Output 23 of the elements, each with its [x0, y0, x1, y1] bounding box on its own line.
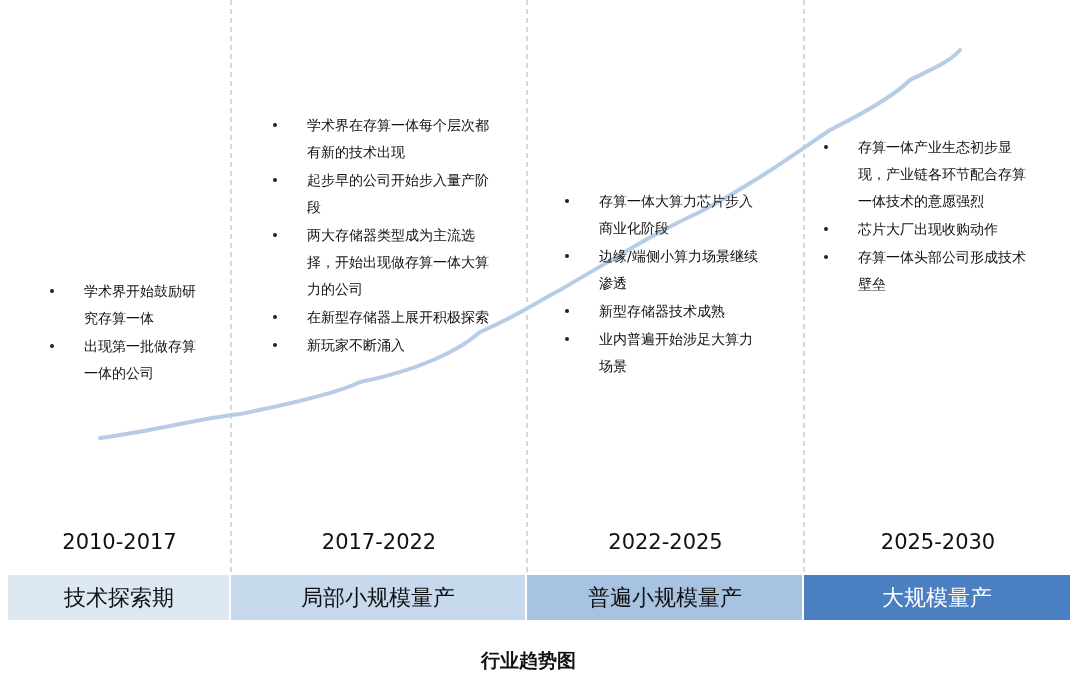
caption: 行业趋势图 — [479, 648, 577, 673]
bullet-text: 两大存储器类型成为主流选择，开始出现做存算一体大算力的公司 — [307, 226, 490, 299]
bullet-text: 新型存储器技术成熟 — [599, 302, 726, 321]
bullet-text: 出现第一批做存算一体的公司 — [84, 337, 197, 383]
bullet-text: 在新型存储器上展开积极探索 — [307, 308, 490, 327]
phase-band: 普遍小规模量产 — [527, 575, 802, 620]
phase-band: 技术探索期 — [8, 575, 229, 620]
bullet-text: 存算一体产业生态初步显现，产业链各环节配合存算一体技术的意愿强烈 — [858, 138, 1026, 211]
year-range: 2025-2030 — [879, 530, 997, 554]
bullet-text: 学术界开始鼓励研究存算一体 — [84, 282, 197, 328]
year-range: 2022-2025 — [607, 530, 724, 554]
bullet-text: 学术界在存算一体每个层次都有新的技术出现 — [307, 116, 490, 162]
bullet-text: 新玩家不断涌入 — [307, 336, 406, 355]
bullet-text: 起步早的公司开始步入量产阶段 — [307, 171, 490, 217]
bullet-text: 边缘/端侧小算力场景继续渗透 — [599, 247, 759, 293]
phase-band: 局部小规模量产 — [231, 575, 525, 620]
bullet-text: 存算一体头部公司形成技术壁垒 — [858, 248, 1026, 294]
bullet-text: 芯片大厂出现收购动作 — [858, 220, 999, 239]
bullet-text: 业内普遍开始涉足大算力场景 — [599, 330, 754, 376]
year-range: 2017-2022 — [320, 530, 438, 554]
year-range: 2010-2017 — [61, 530, 178, 554]
bullet-text: 存算一体大算力芯片步入商业化阶段 — [599, 192, 754, 238]
phase-band: 大规模量产 — [804, 575, 1070, 620]
